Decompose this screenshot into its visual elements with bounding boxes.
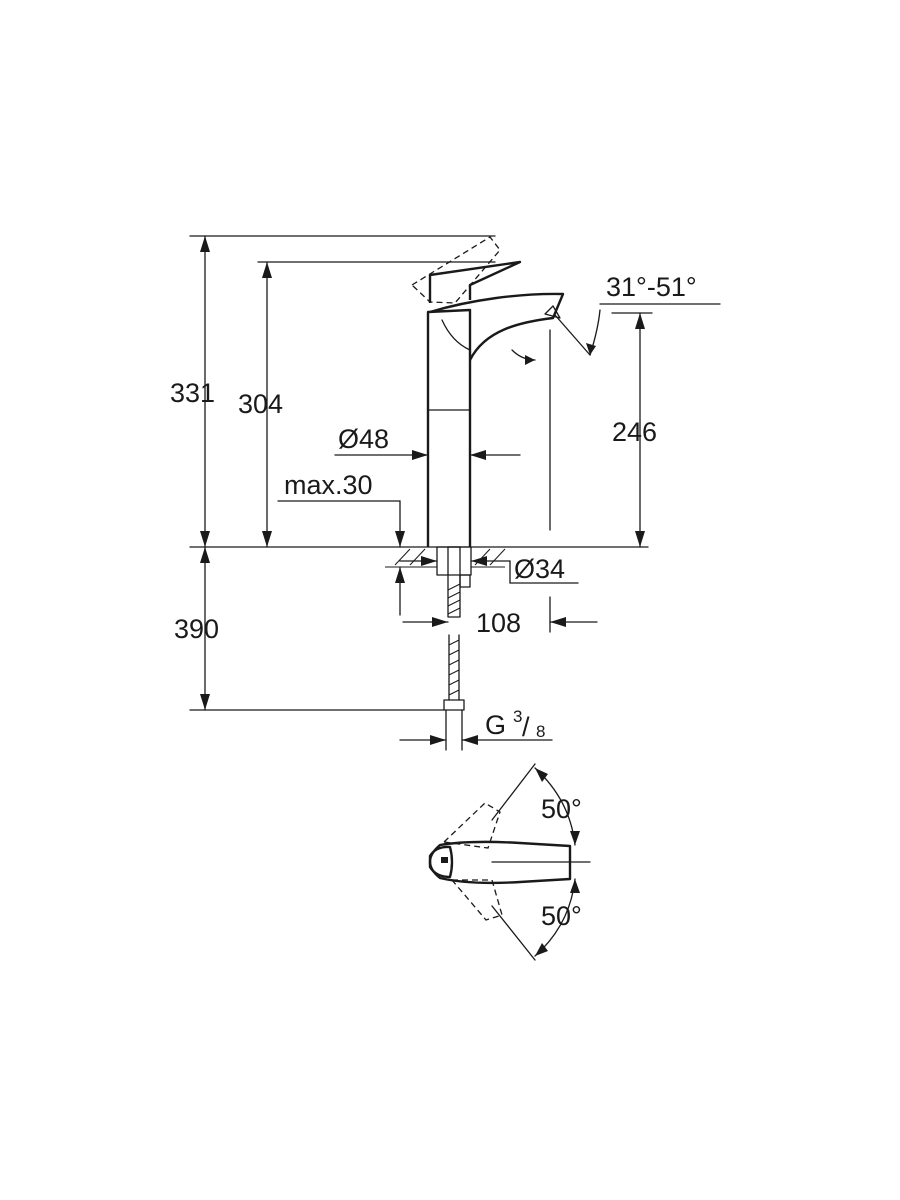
arrow — [462, 735, 478, 745]
shape — [443, 699, 465, 711]
aerator-leader — [554, 314, 591, 356]
handle-left-rotated — [442, 802, 501, 849]
rotation-line-down — [491, 905, 536, 961]
dim-thread-num: 3 — [513, 707, 522, 726]
dim-thread-prefix: G — [485, 710, 506, 740]
arrow — [570, 831, 580, 845]
arrow — [412, 450, 428, 460]
shape — [447, 591, 461, 599]
arrow — [586, 343, 596, 355]
shape — [394, 548, 411, 566]
dim-max-deck: max.30 — [284, 470, 373, 500]
shape — [448, 649, 460, 656]
supply-hose — [443, 634, 465, 751]
lever-raised-outline — [410, 236, 501, 304]
arrow — [430, 735, 446, 745]
arrow — [470, 450, 486, 460]
shape — [448, 639, 460, 646]
shape — [489, 548, 506, 566]
dimension-texts: 331 304 246 Ø48 max.30 Ø34 108 390 31°-5… — [170, 272, 697, 742]
shape — [448, 659, 460, 666]
shape — [448, 689, 460, 696]
arrow — [635, 531, 645, 547]
arrow — [535, 768, 548, 782]
dim-hole-diameter: Ø34 — [514, 554, 565, 584]
dim-spout-angle: 31°-51° — [606, 272, 697, 302]
handle-hole — [441, 857, 448, 863]
arrow — [262, 531, 272, 547]
dim-spout-reach: 108 — [476, 608, 521, 638]
handle-knob — [428, 845, 454, 879]
dimension-lines — [189, 235, 653, 745]
lever-swing-arc — [441, 319, 471, 351]
dim-thread-slash: / — [522, 712, 530, 742]
arrow — [432, 617, 448, 627]
arrow — [200, 547, 210, 563]
handle-right-rotated — [450, 879, 503, 921]
dim-hose-length: 390 — [174, 614, 219, 644]
shape — [459, 574, 471, 588]
dim-thread-den: 8 — [536, 722, 545, 741]
arrow — [395, 531, 405, 547]
faucet-body — [426, 308, 472, 547]
arrow — [635, 313, 645, 329]
shape — [448, 679, 460, 686]
dim-spout-height: 246 — [612, 417, 657, 447]
rotation-line-up — [491, 763, 536, 821]
faucet-side-view — [189, 236, 721, 751]
shape — [448, 669, 460, 676]
faucet-top-view: 50° 50° — [428, 763, 591, 961]
arrow — [262, 262, 272, 278]
dim-rotation-down: 50° — [541, 901, 582, 931]
dim-total-height: 331 — [170, 378, 215, 408]
shape — [436, 546, 472, 576]
arrow — [471, 556, 487, 566]
shape — [447, 546, 461, 618]
dim-lever-height: 304 — [238, 389, 283, 419]
shape — [447, 599, 461, 607]
arrow — [200, 531, 210, 547]
arrow — [200, 694, 210, 710]
arrow — [570, 879, 580, 893]
dim-rotation-up: 50° — [541, 794, 582, 824]
arrow — [535, 943, 548, 956]
shape — [447, 583, 461, 591]
arrow — [550, 617, 566, 627]
spout-tip — [544, 305, 561, 319]
faucet-spout — [429, 292, 565, 361]
arrow — [525, 355, 535, 365]
shape — [447, 607, 461, 615]
arrow — [395, 567, 405, 583]
dim-body-diameter: Ø48 — [338, 424, 389, 454]
shape — [409, 548, 426, 566]
arrow — [200, 236, 210, 252]
arrow — [421, 556, 437, 566]
lever-handle — [428, 260, 522, 303]
